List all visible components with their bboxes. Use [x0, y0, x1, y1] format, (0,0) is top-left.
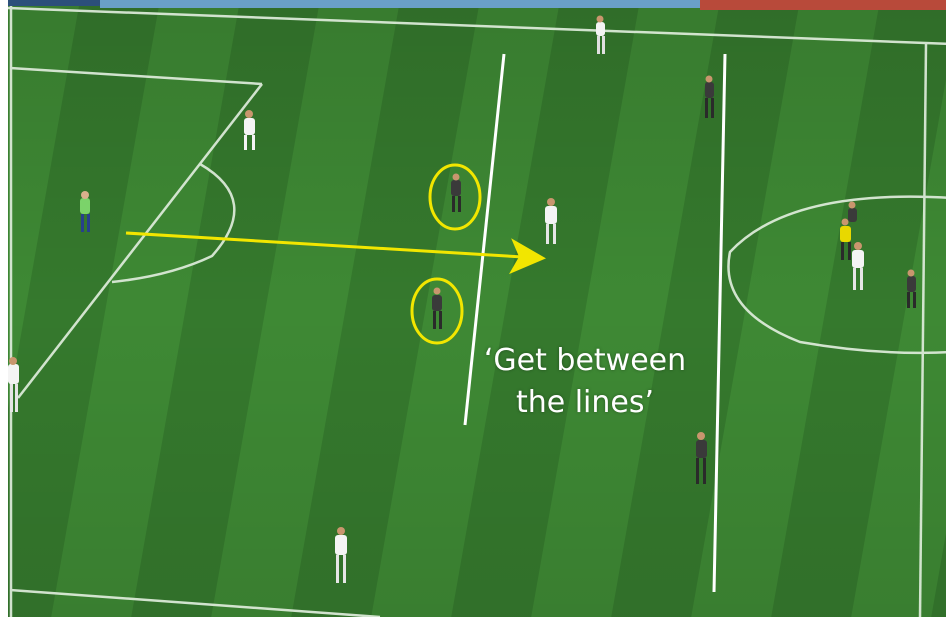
- player-white: [852, 242, 864, 290]
- annotation-caption: ‘Get between the lines’: [483, 343, 687, 420]
- players: [8, 15, 916, 583]
- player-white-receiver: [545, 198, 557, 244]
- pitch-markings: [7, 6, 952, 617]
- player-dark: [696, 432, 707, 484]
- midfield-line-annotation: [463, 53, 506, 426]
- referee: [840, 218, 851, 260]
- player-white: [335, 527, 347, 583]
- goalkeeper: [80, 191, 90, 232]
- player-dark: [705, 75, 714, 118]
- player-dark: [907, 269, 916, 308]
- highlight-circle-icon: [410, 277, 464, 345]
- right-arrow-icon: [125, 231, 546, 275]
- player-white: [596, 15, 605, 54]
- highlight-circle-icon: [428, 163, 482, 231]
- player-white: [8, 357, 19, 412]
- stadium-strip: [100, 0, 952, 8]
- player-white: [244, 110, 255, 150]
- defensive-line-annotation: [712, 53, 727, 593]
- player-dark-highlighted: [451, 173, 461, 212]
- player-dark-highlighted: [432, 287, 442, 329]
- player-dark: [848, 201, 857, 222]
